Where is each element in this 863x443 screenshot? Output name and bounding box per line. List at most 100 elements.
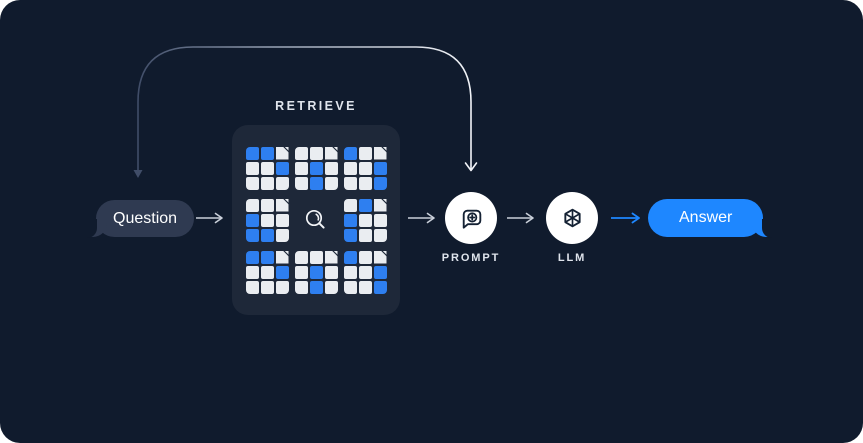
doc-tile-d: [374, 251, 387, 264]
chat-plus-icon: [462, 209, 481, 229]
doc-tile-w: [343, 198, 357, 212]
question-bubble: Question: [85, 200, 195, 238]
doc-tile-b: [309, 265, 323, 279]
doc-tile-b: [343, 146, 357, 160]
doc-tile-w: [358, 213, 372, 227]
doc-tile-w: [294, 176, 308, 190]
doc-tile-w: [343, 176, 357, 190]
doc-tile-w: [245, 265, 259, 279]
doc-tile-d: [276, 147, 289, 160]
doc-tile-d: [325, 147, 338, 160]
doc-tile-b: [245, 146, 259, 160]
arrow-retrieve-to-prompt-icon: [408, 212, 435, 224]
doc-tile-w: [324, 265, 338, 279]
doc-tile-w: [324, 280, 338, 294]
doc-tile-b: [343, 213, 357, 227]
document-grid: [245, 146, 387, 294]
doc-tile-b: [260, 228, 274, 242]
doc-tile-d: [276, 199, 289, 212]
doc-tile-d: [374, 147, 387, 160]
llm-node: [546, 192, 598, 244]
answer-bubble: Answer: [648, 199, 774, 238]
question-label: Question: [113, 209, 178, 227]
doc-tile-b: [245, 213, 259, 227]
doc-tile-b: [373, 176, 387, 190]
doc-tile-b: [309, 280, 323, 294]
doc-tile-w: [373, 213, 387, 227]
doc-tile-b: [343, 250, 357, 264]
doc-tile-w: [275, 228, 289, 242]
doc-tile-w: [275, 176, 289, 190]
doc-tile-b: [343, 228, 357, 242]
doc-tile-w: [275, 213, 289, 227]
document-icon: [294, 250, 338, 294]
document-icon: [245, 250, 289, 294]
document-icon: [343, 250, 387, 294]
doc-tile-b: [373, 265, 387, 279]
doc-tile-d: [374, 199, 387, 212]
arrow-prompt-to-llm-icon: [507, 212, 534, 224]
doc-tile-w: [245, 280, 259, 294]
document-icon: [343, 146, 387, 190]
doc-tile-w: [309, 146, 323, 160]
llm-label: LLM: [557, 252, 587, 264]
arrow-llm-to-answer-icon: [611, 212, 640, 224]
doc-tile-w: [324, 176, 338, 190]
prompt-label: PROMPT: [441, 252, 501, 264]
doc-tile-w: [294, 280, 308, 294]
doc-tile-w: [294, 146, 308, 160]
doc-tile-b: [260, 250, 274, 264]
doc-tile-w: [294, 265, 308, 279]
doc-tile-w: [245, 198, 259, 212]
doc-tile-w: [358, 228, 372, 242]
document-icon: [343, 198, 387, 242]
doc-tile-w: [358, 146, 372, 160]
doc-tile-w: [343, 280, 357, 294]
arrow-question-to-retrieve-icon: [196, 212, 223, 224]
doc-tile-w: [309, 250, 323, 264]
doc-tile-d: [276, 251, 289, 264]
retrieve-panel: [232, 125, 400, 315]
arc-arrowhead-question: [133, 170, 143, 178]
doc-tile-w: [343, 265, 357, 279]
grid-center-cell: [295, 199, 338, 242]
doc-tile-w: [358, 161, 372, 175]
doc-tile-w: [373, 228, 387, 242]
doc-tile-w: [358, 265, 372, 279]
document-icon: [245, 146, 289, 190]
doc-tile-w: [294, 250, 308, 264]
doc-tile-b: [309, 161, 323, 175]
prompt-node: [445, 192, 497, 244]
arc-arrowhead-prompt: [464, 162, 478, 172]
doc-tile-w: [245, 176, 259, 190]
doc-tile-b: [309, 176, 323, 190]
doc-tile-b: [275, 265, 289, 279]
doc-tile-d: [325, 251, 338, 264]
doc-tile-b: [275, 161, 289, 175]
doc-tile-w: [343, 161, 357, 175]
doc-tile-w: [294, 161, 308, 175]
doc-tile-w: [260, 280, 274, 294]
doc-tile-w: [358, 250, 372, 264]
doc-tile-w: [260, 198, 274, 212]
doc-tile-w: [275, 280, 289, 294]
doc-tile-w: [260, 213, 274, 227]
doc-tile-w: [260, 161, 274, 175]
document-icon: [294, 146, 338, 190]
doc-tile-b: [260, 146, 274, 160]
document-icon: [245, 198, 289, 242]
doc-tile-w: [245, 161, 259, 175]
doc-tile-w: [358, 176, 372, 190]
doc-tile-b: [245, 250, 259, 264]
doc-tile-b: [373, 161, 387, 175]
doc-tile-b: [245, 228, 259, 242]
answer-label: Answer: [679, 209, 733, 226]
doc-tile-w: [324, 161, 338, 175]
doc-tile-w: [260, 176, 274, 190]
doc-tile-w: [358, 280, 372, 294]
doc-tile-b: [373, 280, 387, 294]
doc-tile-b: [358, 198, 372, 212]
